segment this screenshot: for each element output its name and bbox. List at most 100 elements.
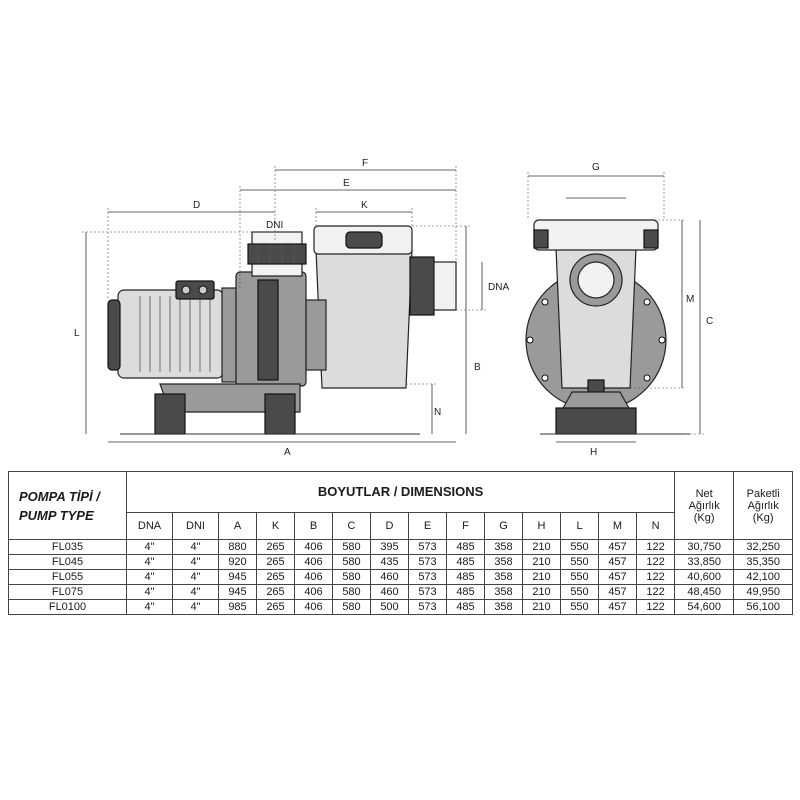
table-cell: 573 (408, 539, 447, 555)
table-cell: 457 (598, 599, 637, 615)
table-cell: 4" (126, 584, 173, 600)
table-cell: 42,100 (733, 569, 794, 585)
net-weight-line3: (Kg) (693, 511, 715, 524)
dim-label-n: N (434, 407, 441, 418)
table-cell: 122 (635, 554, 676, 570)
table-cell: 4" (126, 539, 173, 555)
table-cell: 573 (408, 554, 447, 570)
packed-weight-line1: Paketli (746, 487, 780, 500)
table-cell: 35,350 (733, 554, 794, 570)
table-cell: 406 (294, 554, 333, 570)
table-cell: 580 (332, 584, 371, 600)
table-cell: 550 (560, 599, 599, 615)
table-cell: 945 (218, 584, 257, 600)
table-cell: 435 (370, 554, 409, 570)
table-cell: 48,450 (674, 584, 735, 600)
table-cell: 265 (256, 539, 295, 555)
col-header: M (598, 512, 637, 540)
packed-weight-line2: Ağırlık (747, 499, 779, 512)
dim-label-k: K (361, 200, 368, 211)
base-foot-right (264, 393, 296, 435)
table-cell: 358 (484, 584, 523, 600)
table-cell: 550 (560, 569, 599, 585)
table-cell: 4" (126, 569, 173, 585)
table-cell: 358 (484, 569, 523, 585)
table-cell: 4" (126, 599, 173, 615)
table-cell: 406 (294, 569, 333, 585)
front-drain (587, 379, 605, 393)
dna-union (409, 256, 435, 316)
motor-fins (139, 296, 211, 372)
front-outlet (577, 261, 615, 299)
pump-type-header: POMPA TİPİ / PUMP TYPE (8, 471, 127, 540)
dim-label-h: H (590, 447, 597, 458)
side-view-dimensions: F E D K DNI DNA L (74, 158, 509, 458)
table-cell: 122 (635, 569, 676, 585)
col-header: E (408, 512, 447, 540)
lid-handle (345, 231, 383, 249)
dim-label-b: B (474, 362, 481, 373)
model-cell: FL045 (8, 554, 127, 570)
col-header: B (294, 512, 333, 540)
col-header: A (218, 512, 257, 540)
dim-label-a: A (284, 447, 291, 458)
table-cell: 880 (218, 539, 257, 555)
col-header: K (256, 512, 295, 540)
col-header: D (370, 512, 409, 540)
table-header-row: POMPA TİPİ / PUMP TYPE BOYUTLAR / DIMENS… (8, 471, 794, 540)
dim-label-f: F (362, 158, 368, 169)
front-lid-clamp-left (533, 229, 549, 249)
motor-fan-cover (107, 299, 121, 371)
table-cell: 265 (256, 554, 295, 570)
table-cell: 460 (370, 569, 409, 585)
table-cell: 358 (484, 554, 523, 570)
motor-flange (221, 287, 237, 383)
model-cell: FL035 (8, 539, 127, 555)
table-cell: 985 (218, 599, 257, 615)
table-cell: 265 (256, 599, 295, 615)
table-cell: 32,250 (733, 539, 794, 555)
strainer-pot (315, 249, 413, 389)
table-cell: 485 (446, 599, 485, 615)
table-cell: 580 (332, 599, 371, 615)
dimensions-title: BOYUTLAR / DIMENSIONS (125, 471, 676, 513)
col-header: H (522, 512, 561, 540)
model-cell: FL055 (8, 569, 127, 585)
pump-type-line2: PUMP TYPE (19, 507, 94, 523)
table-cell: 4" (172, 539, 219, 555)
dim-label-e: E (343, 178, 350, 189)
front-base (555, 407, 637, 435)
table-cell: 210 (522, 569, 561, 585)
dim-label-dna: DNA (488, 282, 509, 293)
table-cell: 500 (370, 599, 409, 615)
table-cell: 4" (126, 554, 173, 570)
motor-body (117, 289, 224, 379)
net-weight-line2: Ağırlık (688, 499, 720, 512)
table-cell: 406 (294, 599, 333, 615)
col-header: DNI (172, 512, 219, 540)
col-header: L (560, 512, 599, 540)
front-view: G M C H (525, 162, 713, 458)
pump-housing-ring (257, 279, 279, 381)
dni-union (247, 243, 307, 265)
table-cell: 4" (172, 599, 219, 615)
terminal-box (175, 280, 215, 300)
packed-weight-line3: (Kg) (752, 511, 774, 524)
table-cell: 56,100 (733, 599, 794, 615)
table-cell: 395 (370, 539, 409, 555)
dimensions-table: POMPA TİPİ / PUMP TYPE BOYUTLAR / DIMENS… (8, 471, 794, 615)
table-cell: 358 (484, 599, 523, 615)
col-header: DNA (126, 512, 173, 540)
table-cell: 580 (332, 539, 371, 555)
front-base-neck (560, 391, 632, 411)
net-weight-header: Net Ağırlık (Kg) (674, 471, 735, 540)
front-lid-clamp-right (643, 229, 659, 249)
dim-label-m: M (686, 294, 694, 305)
side-view: F E D K DNI DNA L (74, 158, 509, 458)
col-header: G (484, 512, 523, 540)
